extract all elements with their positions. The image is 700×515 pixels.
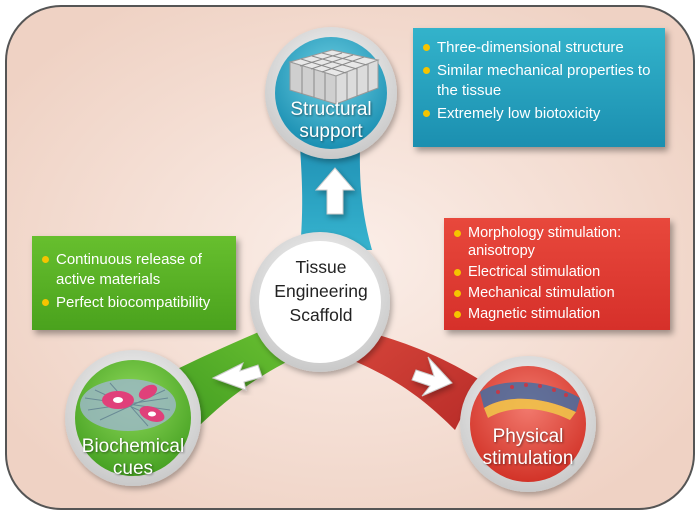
biochemical-label-line2: cues xyxy=(112,458,154,479)
arrow-up-icon xyxy=(314,167,356,215)
stimulation-membrane-icon xyxy=(480,382,580,420)
list-item-text: Mechanical stimulation xyxy=(468,285,615,301)
physical-stimulation-label: Physical stimulation xyxy=(468,426,588,470)
bullet-icon xyxy=(454,311,461,318)
list-item-text: Similar mechanical properties to the tis… xyxy=(437,62,651,99)
bullet-icon xyxy=(42,299,49,306)
physical-label-line1: Physical xyxy=(492,426,564,447)
list-item: Morphology stimulation: anisotropy xyxy=(452,224,664,260)
biochemical-cues-label: Biochemical cues xyxy=(73,436,193,480)
list-item: Continuous release of active materials xyxy=(40,250,230,290)
list-item-text: Electrical stimulation xyxy=(468,264,601,280)
list-item: Three-dimensional structure xyxy=(421,38,657,58)
biochemical-features-box: Continuous release of active materials P… xyxy=(32,236,236,330)
bullet-icon xyxy=(423,67,430,74)
physical-label-line2: stimulation xyxy=(482,448,574,469)
list-item-text: Continuous release of active materials xyxy=(56,251,202,288)
center-line1: Tissue xyxy=(295,257,347,277)
bullet-icon xyxy=(454,290,461,297)
bullet-icon xyxy=(454,269,461,276)
center-line3: Scaffold xyxy=(289,305,353,325)
list-item: Perfect biocompatibility xyxy=(40,293,230,313)
physical-features-box: Morphology stimulation: anisotropy Elect… xyxy=(444,218,670,330)
biochemical-features-list: Continuous release of active materials P… xyxy=(40,250,230,313)
center-label: Tissue Engineering Scaffold xyxy=(256,255,386,327)
structural-features-list: Three-dimensional structure Similar mech… xyxy=(421,38,657,124)
structural-label-line1: Structural xyxy=(290,99,372,120)
list-item-text: Morphology stimulation: anisotropy xyxy=(468,225,622,259)
list-item-text: Magnetic stimulation xyxy=(468,306,601,322)
arrow-down-left-icon xyxy=(211,361,263,391)
arrow-down-right-icon xyxy=(411,356,453,397)
bullet-icon xyxy=(42,256,49,263)
structural-support-label: Structural support xyxy=(281,99,381,143)
list-item: Extremely low biotoxicity xyxy=(421,104,657,124)
structural-label-line2: support xyxy=(299,121,363,142)
list-item: Magnetic stimulation xyxy=(452,305,664,323)
bullet-icon xyxy=(423,110,430,117)
list-item: Electrical stimulation xyxy=(452,263,664,281)
list-item-text: Three-dimensional structure xyxy=(437,39,624,56)
bullet-icon xyxy=(454,230,461,237)
center-disc xyxy=(259,241,381,363)
list-item: Mechanical stimulation xyxy=(452,284,664,302)
bullet-icon xyxy=(423,44,430,51)
fiber-cells-icon xyxy=(80,379,176,431)
structural-features-box: Three-dimensional structure Similar mech… xyxy=(413,28,665,147)
scaffold-lattice-icon xyxy=(288,49,380,105)
physical-features-list: Morphology stimulation: anisotropy Elect… xyxy=(452,224,664,323)
list-item-text: Perfect biocompatibility xyxy=(56,294,211,311)
biochemical-label-line1: Biochemical xyxy=(81,436,185,457)
center-line2: Engineering xyxy=(274,281,368,301)
list-item: Similar mechanical properties to the tis… xyxy=(421,61,657,101)
arm-physical xyxy=(340,330,480,430)
list-item-text: Extremely low biotoxicity xyxy=(437,105,601,122)
